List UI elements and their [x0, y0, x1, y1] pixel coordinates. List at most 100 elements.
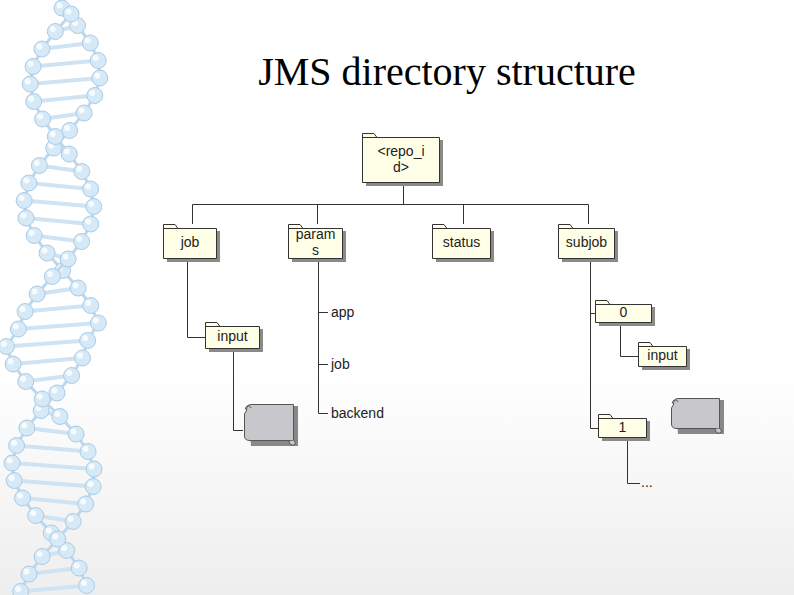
dna-bead — [0, 339, 14, 355]
dna-bead — [4, 455, 20, 471]
dna-highlight — [85, 300, 91, 306]
dna-bead — [52, 409, 68, 425]
dna-bead — [28, 508, 44, 524]
tree-connector — [591, 262, 596, 314]
dna-highlight — [17, 493, 23, 499]
dna-highlight — [88, 201, 94, 207]
dna-highlight — [68, 516, 74, 522]
dna-rung — [21, 586, 87, 592]
dna-bead — [44, 269, 60, 285]
dna-highlight — [19, 195, 25, 201]
folder-label-box: <repo_i d> — [362, 133, 440, 184]
file-icon — [245, 405, 299, 447]
dna-bead — [83, 298, 99, 314]
tree-connector — [591, 262, 599, 429]
dna-bead — [62, 123, 78, 139]
dna-bead — [86, 461, 102, 477]
dna-highlight — [73, 283, 79, 289]
dna-highlight — [74, 563, 80, 569]
dna-bead — [5, 356, 21, 372]
dna-rung — [17, 446, 88, 452]
folder-label: job — [181, 234, 200, 250]
tree-line — [234, 352, 244, 431]
dna-highlight — [76, 236, 82, 242]
dna-bead — [70, 280, 86, 296]
folder-node: job — [163, 224, 220, 262]
folder-label: status — [443, 234, 480, 250]
dna-bead — [21, 175, 37, 191]
dna-bead — [15, 490, 31, 506]
dna-bead — [25, 59, 41, 75]
dna-bead — [63, 6, 79, 22]
dna-highlight — [79, 108, 85, 114]
dna-bead — [26, 228, 42, 244]
dna-highlight — [85, 219, 91, 225]
dna-bead — [92, 70, 108, 86]
dna-bead — [47, 129, 63, 145]
dna-rung — [29, 183, 91, 189]
tree-line — [319, 364, 329, 365]
dna-highlight — [85, 38, 91, 44]
dna-highlight — [66, 9, 72, 15]
folder-node: 0 — [595, 300, 655, 326]
dna-highlight — [85, 184, 91, 190]
folder-label-box: status — [432, 224, 491, 260]
dna-highlight — [63, 254, 69, 260]
dna-highlight — [64, 125, 70, 131]
dna-bead — [18, 210, 34, 226]
tree-connector — [318, 186, 404, 224]
dna-highlight — [11, 440, 17, 446]
dna-bead — [6, 473, 22, 489]
tree-connector — [621, 326, 639, 357]
dna-bead — [80, 444, 96, 460]
dna-bead — [83, 181, 99, 197]
dna-highlight — [23, 178, 29, 184]
dna-highlight — [93, 55, 99, 61]
dna-highlight — [89, 464, 95, 470]
dna-bead — [74, 164, 90, 180]
tree-connector — [404, 186, 589, 224]
folder-label: param s — [294, 226, 338, 258]
file-label: job — [331, 356, 350, 372]
dna-highlight — [1, 341, 7, 347]
dna-highlight — [13, 324, 19, 330]
dna-highlight — [81, 580, 87, 586]
folder-label-box: param s — [288, 224, 343, 260]
folder-label: input — [217, 328, 247, 344]
dna-highlight — [42, 248, 48, 254]
dna-bead — [31, 158, 47, 174]
dna-rung — [14, 481, 93, 487]
file-label: backend — [331, 405, 384, 421]
dna-bead — [74, 350, 90, 366]
folder-label-box: 1 — [598, 414, 647, 439]
folder-label-box: input — [638, 342, 687, 368]
tree-line — [319, 312, 329, 313]
dna-highlight — [30, 510, 36, 516]
dna-highlight — [52, 534, 58, 540]
dna-rung — [23, 498, 86, 504]
dna-bead — [18, 374, 34, 390]
folder-node: input — [638, 342, 690, 370]
slide-title: JMS directory structure — [150, 48, 744, 95]
dna-highlight — [76, 166, 82, 172]
dna-bead — [34, 549, 50, 565]
dna-bead — [65, 514, 81, 530]
folder-label: 1 — [619, 419, 627, 435]
dna-highlight — [28, 96, 34, 102]
tree-connector — [188, 262, 206, 338]
dna-highlight — [89, 90, 95, 96]
dna-highlight — [94, 73, 100, 79]
tree-line — [628, 441, 641, 484]
dna-rung — [25, 306, 91, 312]
dna-bead — [16, 193, 32, 209]
folder-label-box: 0 — [595, 300, 652, 324]
dna-rung — [26, 218, 91, 224]
dna-highlight — [64, 149, 70, 155]
dna-bead — [78, 496, 94, 512]
dna-bead — [47, 24, 63, 40]
dna-rung — [30, 78, 100, 84]
dna-backbone — [6, 14, 94, 592]
folder-label: subjob — [566, 234, 607, 250]
dna-bead — [39, 245, 55, 261]
dna-bead — [21, 566, 37, 582]
